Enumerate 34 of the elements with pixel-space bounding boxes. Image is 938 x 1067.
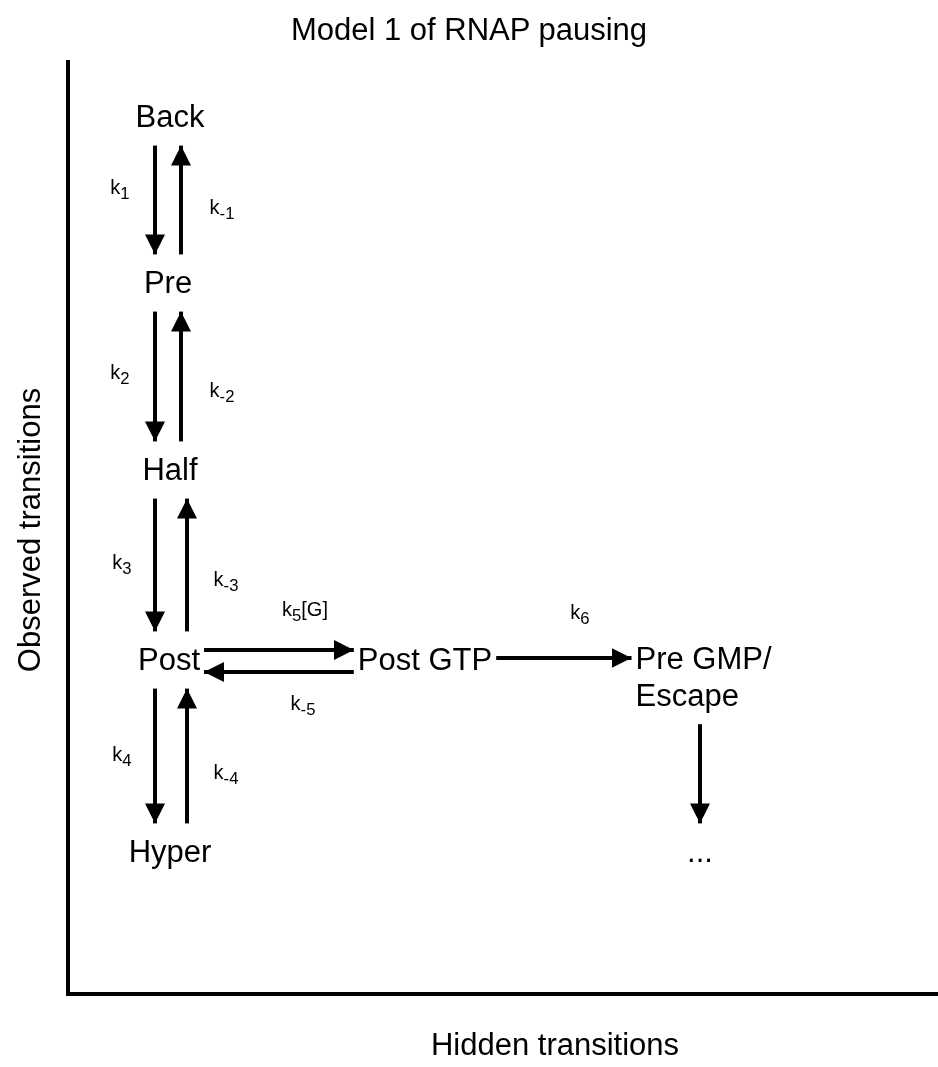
rate-constant-label: k$_{3}$ bbox=[112, 551, 132, 579]
arrow bbox=[496, 648, 632, 668]
arrow bbox=[145, 498, 165, 632]
state-label: Hyper bbox=[128, 833, 212, 871]
rate-constant-label: k$_{4}$ bbox=[112, 743, 132, 771]
rate-constant-label: k$_{-5}$ bbox=[290, 692, 316, 720]
arrow bbox=[204, 640, 354, 660]
rate-constant-label: k$_{-4}$ bbox=[213, 761, 239, 789]
state-label: Post bbox=[138, 641, 200, 679]
state-label: Pre GMP/ Escape bbox=[635, 639, 773, 715]
state-label: ... bbox=[687, 833, 713, 871]
rate-constant-label: k$_{-1}$ bbox=[209, 196, 235, 224]
rate-constant-label: k$_{2}$ bbox=[110, 361, 130, 389]
rate-constant-label: k$_{5}$[G] bbox=[282, 598, 328, 626]
rate-constant-label: k$_{1}$ bbox=[110, 176, 130, 204]
arrow bbox=[690, 724, 710, 824]
rate-constant-label: k$_{-3}$ bbox=[213, 568, 239, 596]
axis-label: Hidden transitions bbox=[430, 1027, 680, 1063]
state-label: Pre bbox=[143, 264, 193, 302]
arrow bbox=[145, 311, 165, 442]
state-label: Post GTP bbox=[357, 641, 493, 679]
state-label: Back bbox=[135, 98, 205, 136]
rate-constant-label: k$_{-2}$ bbox=[209, 379, 235, 407]
arrow bbox=[204, 662, 354, 682]
state-label: Half bbox=[142, 451, 198, 489]
axis-label: Observed transitions bbox=[12, 387, 48, 673]
arrow bbox=[171, 311, 191, 442]
arrow bbox=[145, 688, 165, 824]
diagram-title: Model 1 of RNAP pausing bbox=[289, 12, 649, 48]
arrow bbox=[145, 145, 165, 255]
arrow bbox=[171, 145, 191, 255]
rate-constant-label: k$_{6}$ bbox=[570, 601, 590, 629]
arrow bbox=[177, 498, 197, 632]
arrow bbox=[177, 688, 197, 824]
